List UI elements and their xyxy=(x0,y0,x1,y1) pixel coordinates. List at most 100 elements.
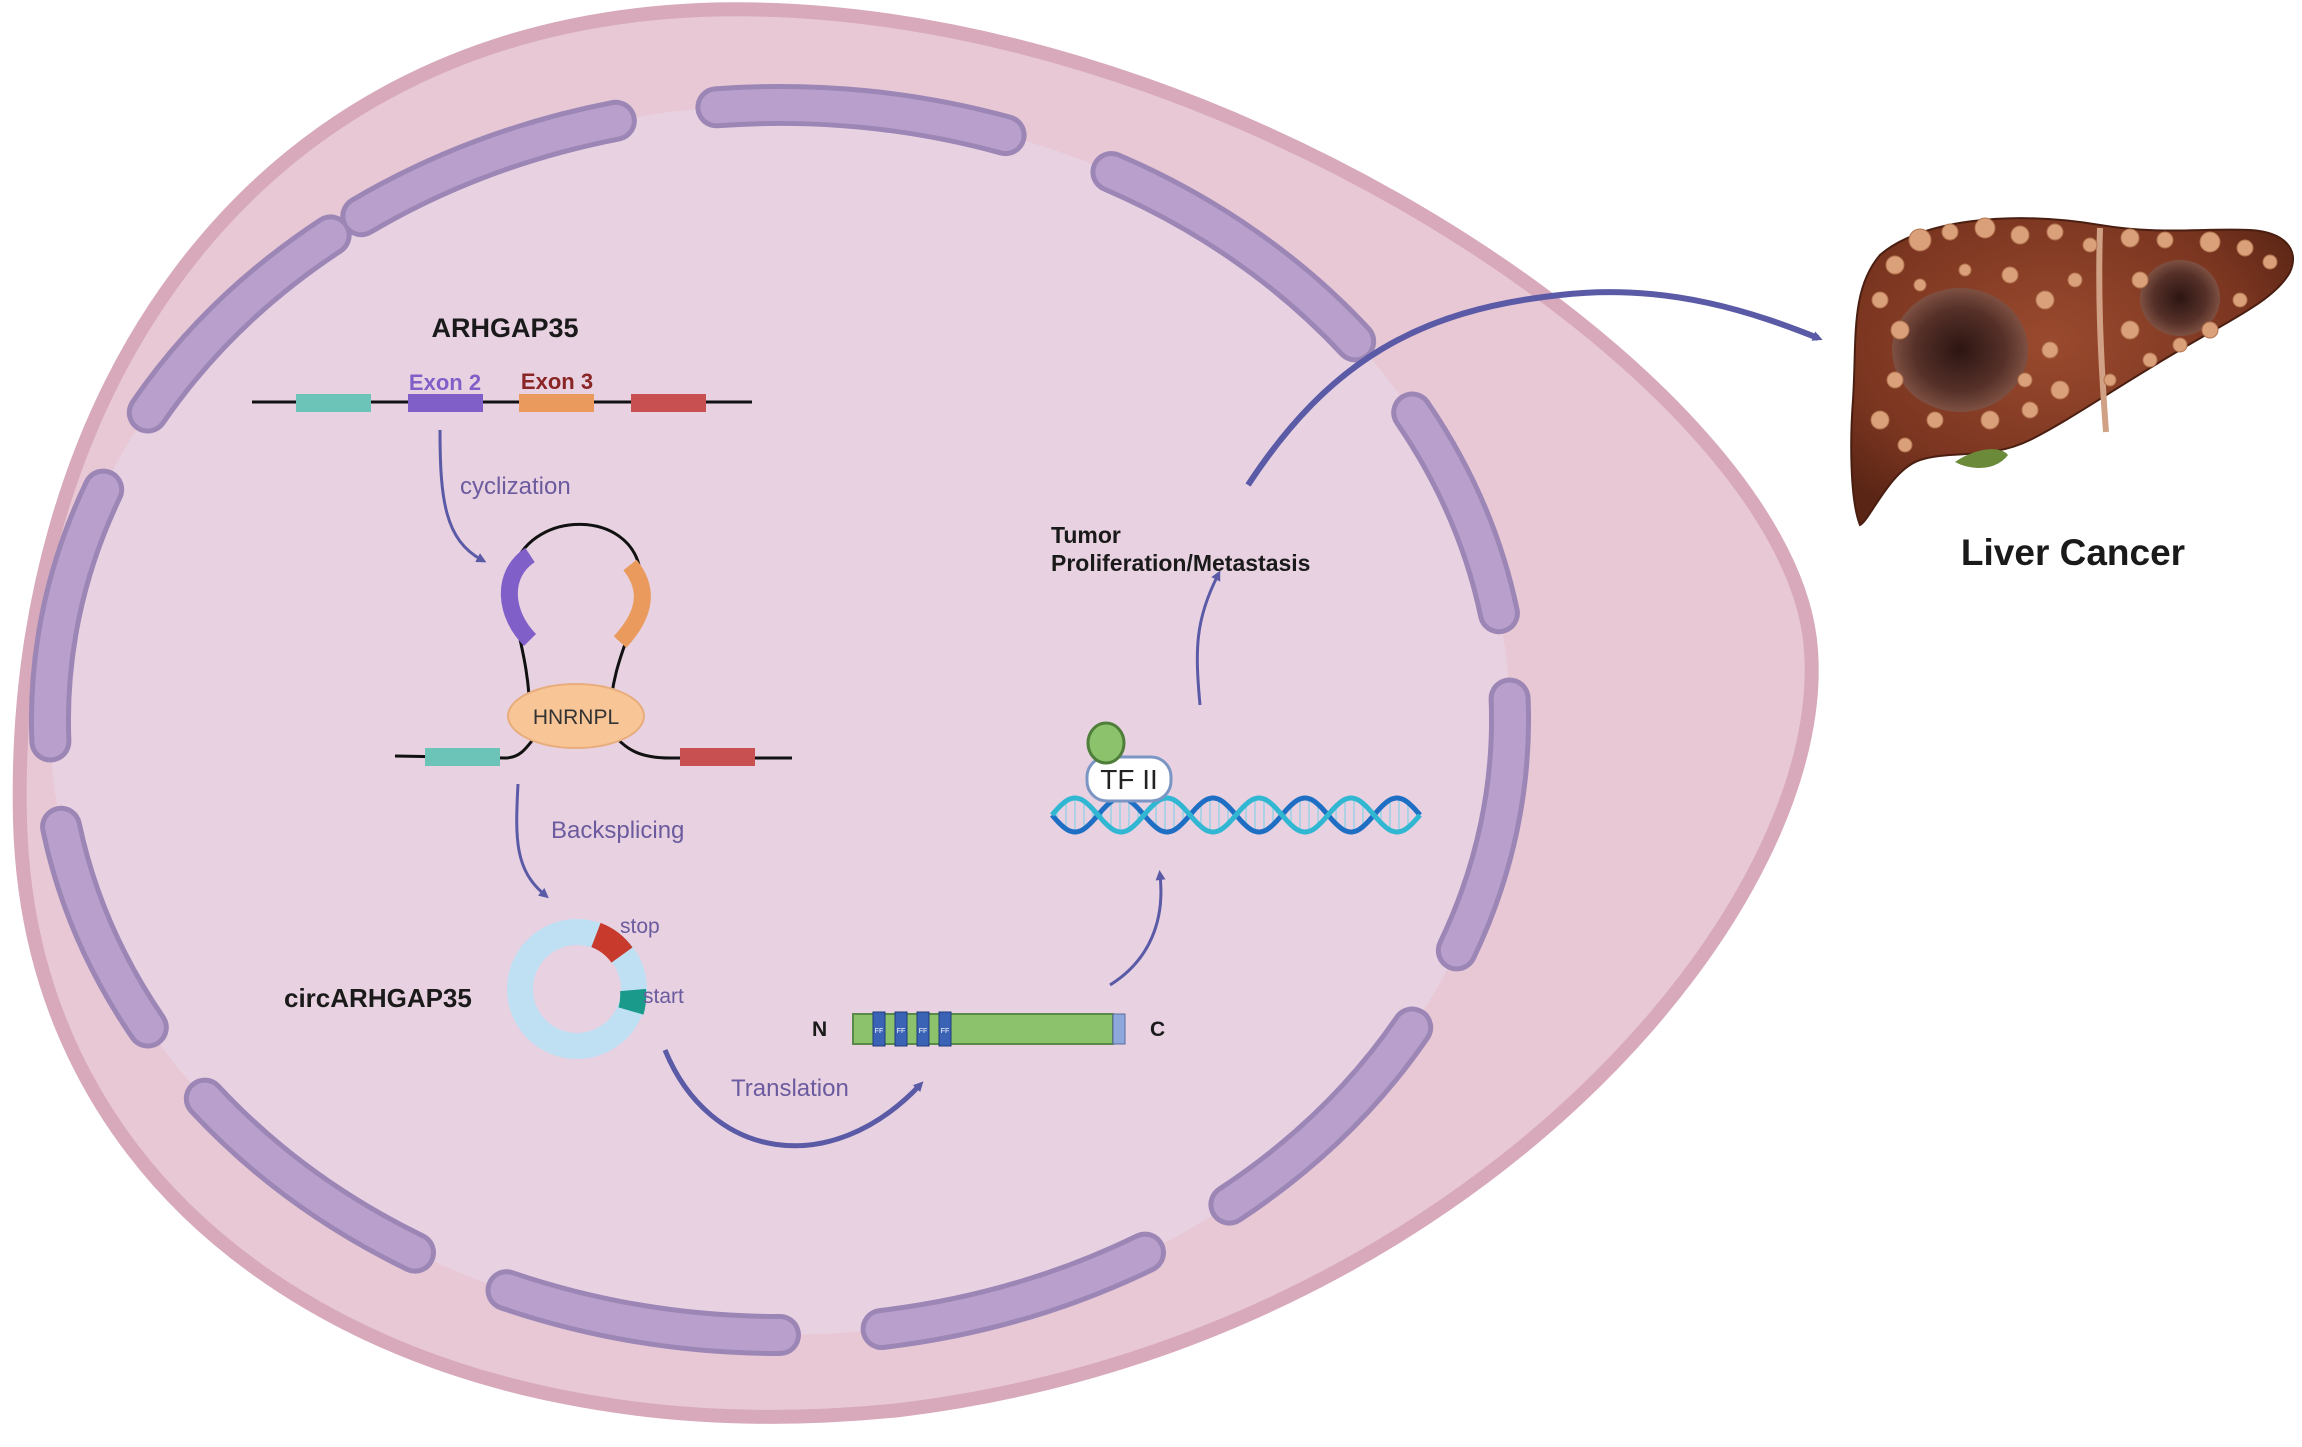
liver-nodule xyxy=(1926,411,1944,429)
exon-3-box xyxy=(519,394,594,412)
liver-nodule xyxy=(1897,437,1913,453)
hnrnpl-label: HNRNPL xyxy=(533,706,619,729)
liver-cancer-label: Liver Cancer xyxy=(1961,532,2185,573)
envelope-segment xyxy=(345,104,632,233)
translation-label: Translation xyxy=(731,1075,849,1102)
liver-nodule xyxy=(1908,228,1932,252)
lower-exon-teal xyxy=(425,748,500,766)
liver-nodule xyxy=(1980,410,2000,430)
ff-domain-label: FF xyxy=(897,1028,906,1035)
premrna-loop: HNRNPL xyxy=(394,522,792,766)
tf2-label: TF II xyxy=(1100,764,1158,795)
ff-domain xyxy=(938,1011,952,1047)
envelope-segment xyxy=(1213,1011,1429,1221)
envelope-segment xyxy=(131,219,347,429)
stop-codon-segment xyxy=(590,922,633,964)
liver-tumor-main xyxy=(1892,288,2028,412)
cyclization-arrow xyxy=(438,429,487,563)
liver-nodule xyxy=(2001,266,2019,284)
liver-nodule xyxy=(1974,217,1996,239)
backsplicing-arrow xyxy=(515,783,549,899)
liver-nodule xyxy=(2262,254,2278,270)
exon-1-box xyxy=(296,394,371,412)
liver-nodule xyxy=(2067,272,2083,288)
liver-nodules xyxy=(1870,217,2278,453)
ff-domains: FF FF FF FF xyxy=(872,1011,952,1047)
outcome: Tumor Proliferation/Metastasis xyxy=(1051,522,1310,576)
nucleus xyxy=(28,83,1532,1356)
liver-ligament xyxy=(2096,227,2109,433)
exon-3-label: Exon 3 xyxy=(521,369,593,394)
nuclear-envelope-fill xyxy=(33,88,1527,1351)
envelope-segment xyxy=(1440,682,1527,967)
circrna-ring xyxy=(507,919,647,1059)
liver-nodule xyxy=(2010,225,2030,245)
liver-nodule xyxy=(1941,223,1959,241)
liver-tumor-secondary xyxy=(2140,260,2220,336)
backsplicing-step: Backsplicing xyxy=(515,783,684,899)
translation-arrow xyxy=(662,1049,924,1149)
n-terminus-label: N xyxy=(812,1018,827,1041)
dna-complex: TF II xyxy=(1050,721,1422,835)
liver-nodule xyxy=(2046,223,2064,241)
ff-domain xyxy=(894,1011,908,1047)
envelope-segment xyxy=(33,473,120,758)
envelope-segment xyxy=(45,810,164,1044)
gene-locus: ARHGAP35 Exon 2 Exon 3 xyxy=(252,313,752,412)
gene-label: ARHGAP35 xyxy=(431,313,578,343)
nucleus-interior xyxy=(50,105,1510,1335)
liver-nodule xyxy=(1890,320,1910,340)
circrna: stop start circARHGAP35 xyxy=(284,915,684,1059)
loop-exon-2 xyxy=(500,547,537,647)
outcome-line-1: Tumor xyxy=(1051,522,1121,548)
to-liver-arrow xyxy=(1245,289,1823,487)
stop-label: stop xyxy=(620,915,660,938)
exon-2-label: Exon 2 xyxy=(409,370,481,395)
liver-nodule xyxy=(2156,231,2174,249)
liver-nodule xyxy=(2082,237,2098,253)
start-codon-segment xyxy=(618,988,647,1015)
lower-exon-red xyxy=(680,748,755,766)
exon-2-box xyxy=(408,394,483,412)
liver-nodule xyxy=(2172,337,2188,353)
liver-nodule xyxy=(2120,228,2140,248)
liver-nodule xyxy=(2050,380,2070,400)
liver-nodule xyxy=(1885,255,1905,275)
envelope-segment xyxy=(700,88,1022,152)
dna-strand xyxy=(1050,795,1422,835)
outcome-line-2: Proliferation/Metastasis xyxy=(1051,550,1310,576)
liver-gallbladder xyxy=(1955,449,2008,468)
liver-nodule xyxy=(2236,239,2254,257)
translation-step: Translation xyxy=(662,1049,924,1149)
envelope-segment xyxy=(188,1082,431,1269)
peptide: N FF FF FF FF C xyxy=(812,1011,1165,1047)
ff-domain xyxy=(872,1011,886,1047)
ff-domain-label: FF xyxy=(875,1028,884,1035)
c-terminus-label: C xyxy=(1150,1018,1165,1041)
backsplicing-label: Backsplicing xyxy=(551,817,684,844)
envelope-segment xyxy=(865,1236,1161,1345)
exon-4-box xyxy=(631,394,706,412)
dna-to-outcome-arrow xyxy=(1195,570,1221,706)
liver-nodule xyxy=(2120,320,2140,340)
circrna-label: circARHGAP35 xyxy=(284,983,472,1013)
envelope-segment xyxy=(1095,156,1372,358)
ff-domain-label: FF xyxy=(941,1028,950,1035)
hnrnpl-protein xyxy=(507,683,645,749)
peptide-tail xyxy=(1112,1013,1126,1045)
liver-nodule xyxy=(2103,373,2117,387)
liver-nodule xyxy=(1886,371,1904,389)
peptide-body xyxy=(852,1013,1114,1045)
ff-domain xyxy=(916,1011,930,1047)
liver-nodule xyxy=(2131,271,2149,289)
peptide-to-dna-arrow xyxy=(1109,870,1166,987)
liver-nodule xyxy=(2199,231,2221,253)
tf-cofactor xyxy=(1086,721,1126,765)
tf2-box xyxy=(1085,755,1173,803)
cyclization-step: cyclization xyxy=(438,429,571,563)
cyclization-label: cyclization xyxy=(460,473,571,500)
ff-domain-label: FF xyxy=(919,1028,928,1035)
envelope-segment xyxy=(1396,396,1515,630)
liver-nodule xyxy=(1871,291,1889,309)
